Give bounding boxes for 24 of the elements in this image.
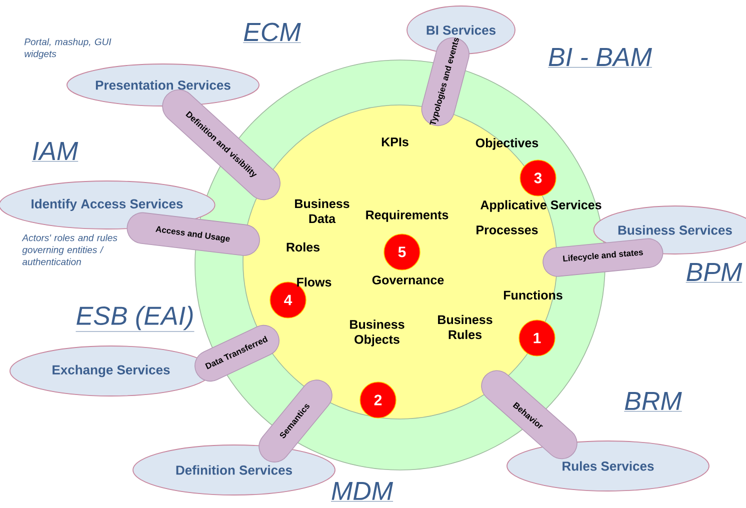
category-label: BRM [624, 392, 682, 412]
category-label: BPM [686, 263, 742, 283]
text-label: Business Data [295, 198, 350, 224]
note-text: Portal, mashup, GUI widgets [24, 38, 112, 60]
number-badge: 2 [360, 382, 396, 418]
connector-pill [421, 37, 470, 126]
number-badge: 1 [518, 320, 556, 356]
connector-pill [258, 380, 332, 462]
text-label: Business Objects [350, 320, 404, 346]
connector-pill [162, 89, 280, 200]
category-label: ECM [242, 22, 302, 43]
connector-pill [481, 370, 578, 460]
number-badge: 3 [520, 160, 556, 196]
text-label: Business Rules [438, 314, 492, 340]
text-label: KPIs [382, 138, 408, 146]
category-label: ESB (EAI) [76, 306, 194, 332]
category-label: IAM [32, 142, 78, 162]
text-label: Processes [476, 226, 538, 234]
note-text: Actors' roles and rules governing entities / authentication [22, 234, 118, 266]
connector-pill [194, 324, 280, 382]
connector-pill [542, 238, 664, 277]
connector-pill [126, 212, 260, 256]
number-badge: 5 [384, 234, 420, 270]
category-label: BI - BAM [548, 48, 652, 68]
